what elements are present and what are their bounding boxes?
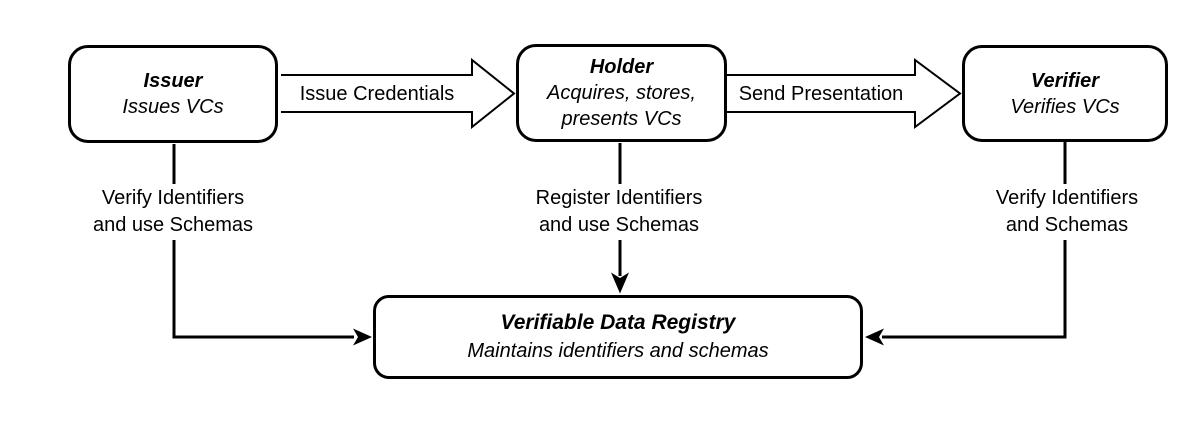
verifier-node: Verifier Verifies VCs [962,45,1168,142]
holder-registry-label-line2: and use Schemas [538,214,700,236]
holder-subtitle-line1: Acquires, stores, [547,82,696,104]
issuer-registry-label: Verify Identifiers and use Schemas [93,185,253,239]
issuer-title: Issuer [143,70,203,92]
verifier-title: Verifier [1030,69,1100,92]
holder-node: Holder Acquires, stores, presents VCs [516,44,727,142]
holder-registry-label-line1: Register Identifiers [535,187,703,209]
verifier-to-registry-connector [865,142,1067,346]
holder-title: Holder [589,56,654,78]
holder-registry-label: Register Identifiers and use Schemas [536,185,703,239]
issuer-node: Issuer Issues VCs [68,45,278,143]
verifier-registry-label-line1: Verify Identifiers [995,187,1139,209]
verifier-subtitle: Verifies VCs [1010,95,1120,118]
holder-subtitle-line2: presents VCs [561,108,682,130]
verifier-registry-label-line2: and Schemas [1005,214,1129,236]
verifier-registry-label: Verify Identifiers and Schemas [996,185,1138,239]
verifiable-data-registry-node: Verifiable Data Registry Maintains ident… [373,295,863,379]
issuer-registry-label-line2: and use Schemas [92,214,254,236]
holder-to-registry-connector [611,143,629,294]
send-presentation-label: Send Presentation [738,83,904,105]
send-presentation-arrow-shape [726,58,962,129]
registry-subtitle: Maintains identifiers and schemas [467,340,769,362]
issue-credentials-arrow-shape [281,57,516,130]
issue-credentials-label: Issue Credentials [299,83,455,105]
issuer-registry-label-line1: Verify Identifiers [101,187,245,209]
registry-title: Verifiable Data Registry [500,311,736,334]
issuer-subtitle: Issues VCs [122,96,224,118]
issuer-to-registry-connector [172,144,372,346]
